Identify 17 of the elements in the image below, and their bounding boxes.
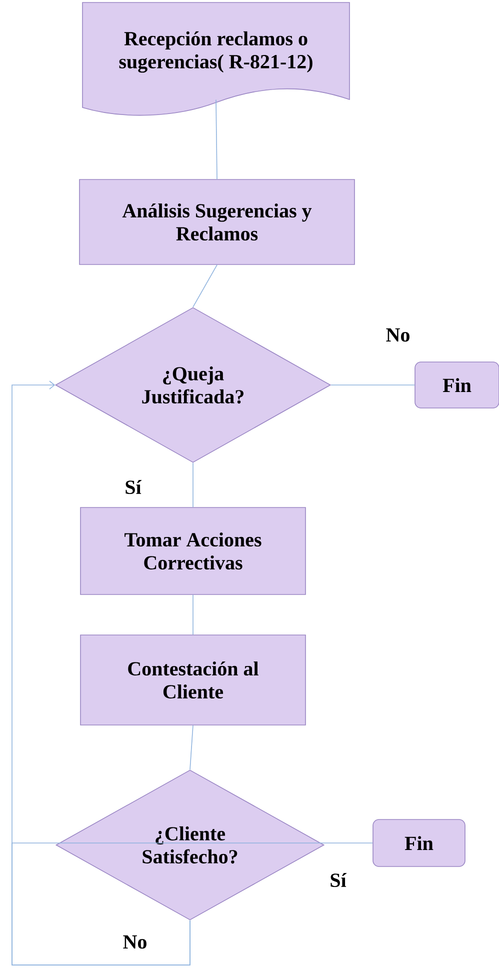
edge-label: No (384, 327, 412, 343)
edge-label: No (122, 934, 148, 950)
connector (216, 99, 218, 180)
end-box: Fin (372, 819, 466, 867)
process-box: Análisis Sugerencias y Reclamos (79, 179, 355, 265)
connector (192, 594, 194, 635)
connector (192, 462, 194, 508)
document-box: Recepción reclamos o sugerencias( R-821-12) (82, 2, 350, 116)
edge-label: Sí (124, 478, 142, 496)
connector (12, 380, 190, 966)
edge-label: Sí (328, 872, 348, 888)
connector (192, 264, 218, 308)
process-box: Tomar Acciones Correctivas (80, 507, 306, 595)
connector (330, 384, 415, 386)
process-box: Contestación al Cliente (80, 634, 306, 726)
connector (190, 725, 194, 770)
end-box: Fin (414, 362, 499, 408)
